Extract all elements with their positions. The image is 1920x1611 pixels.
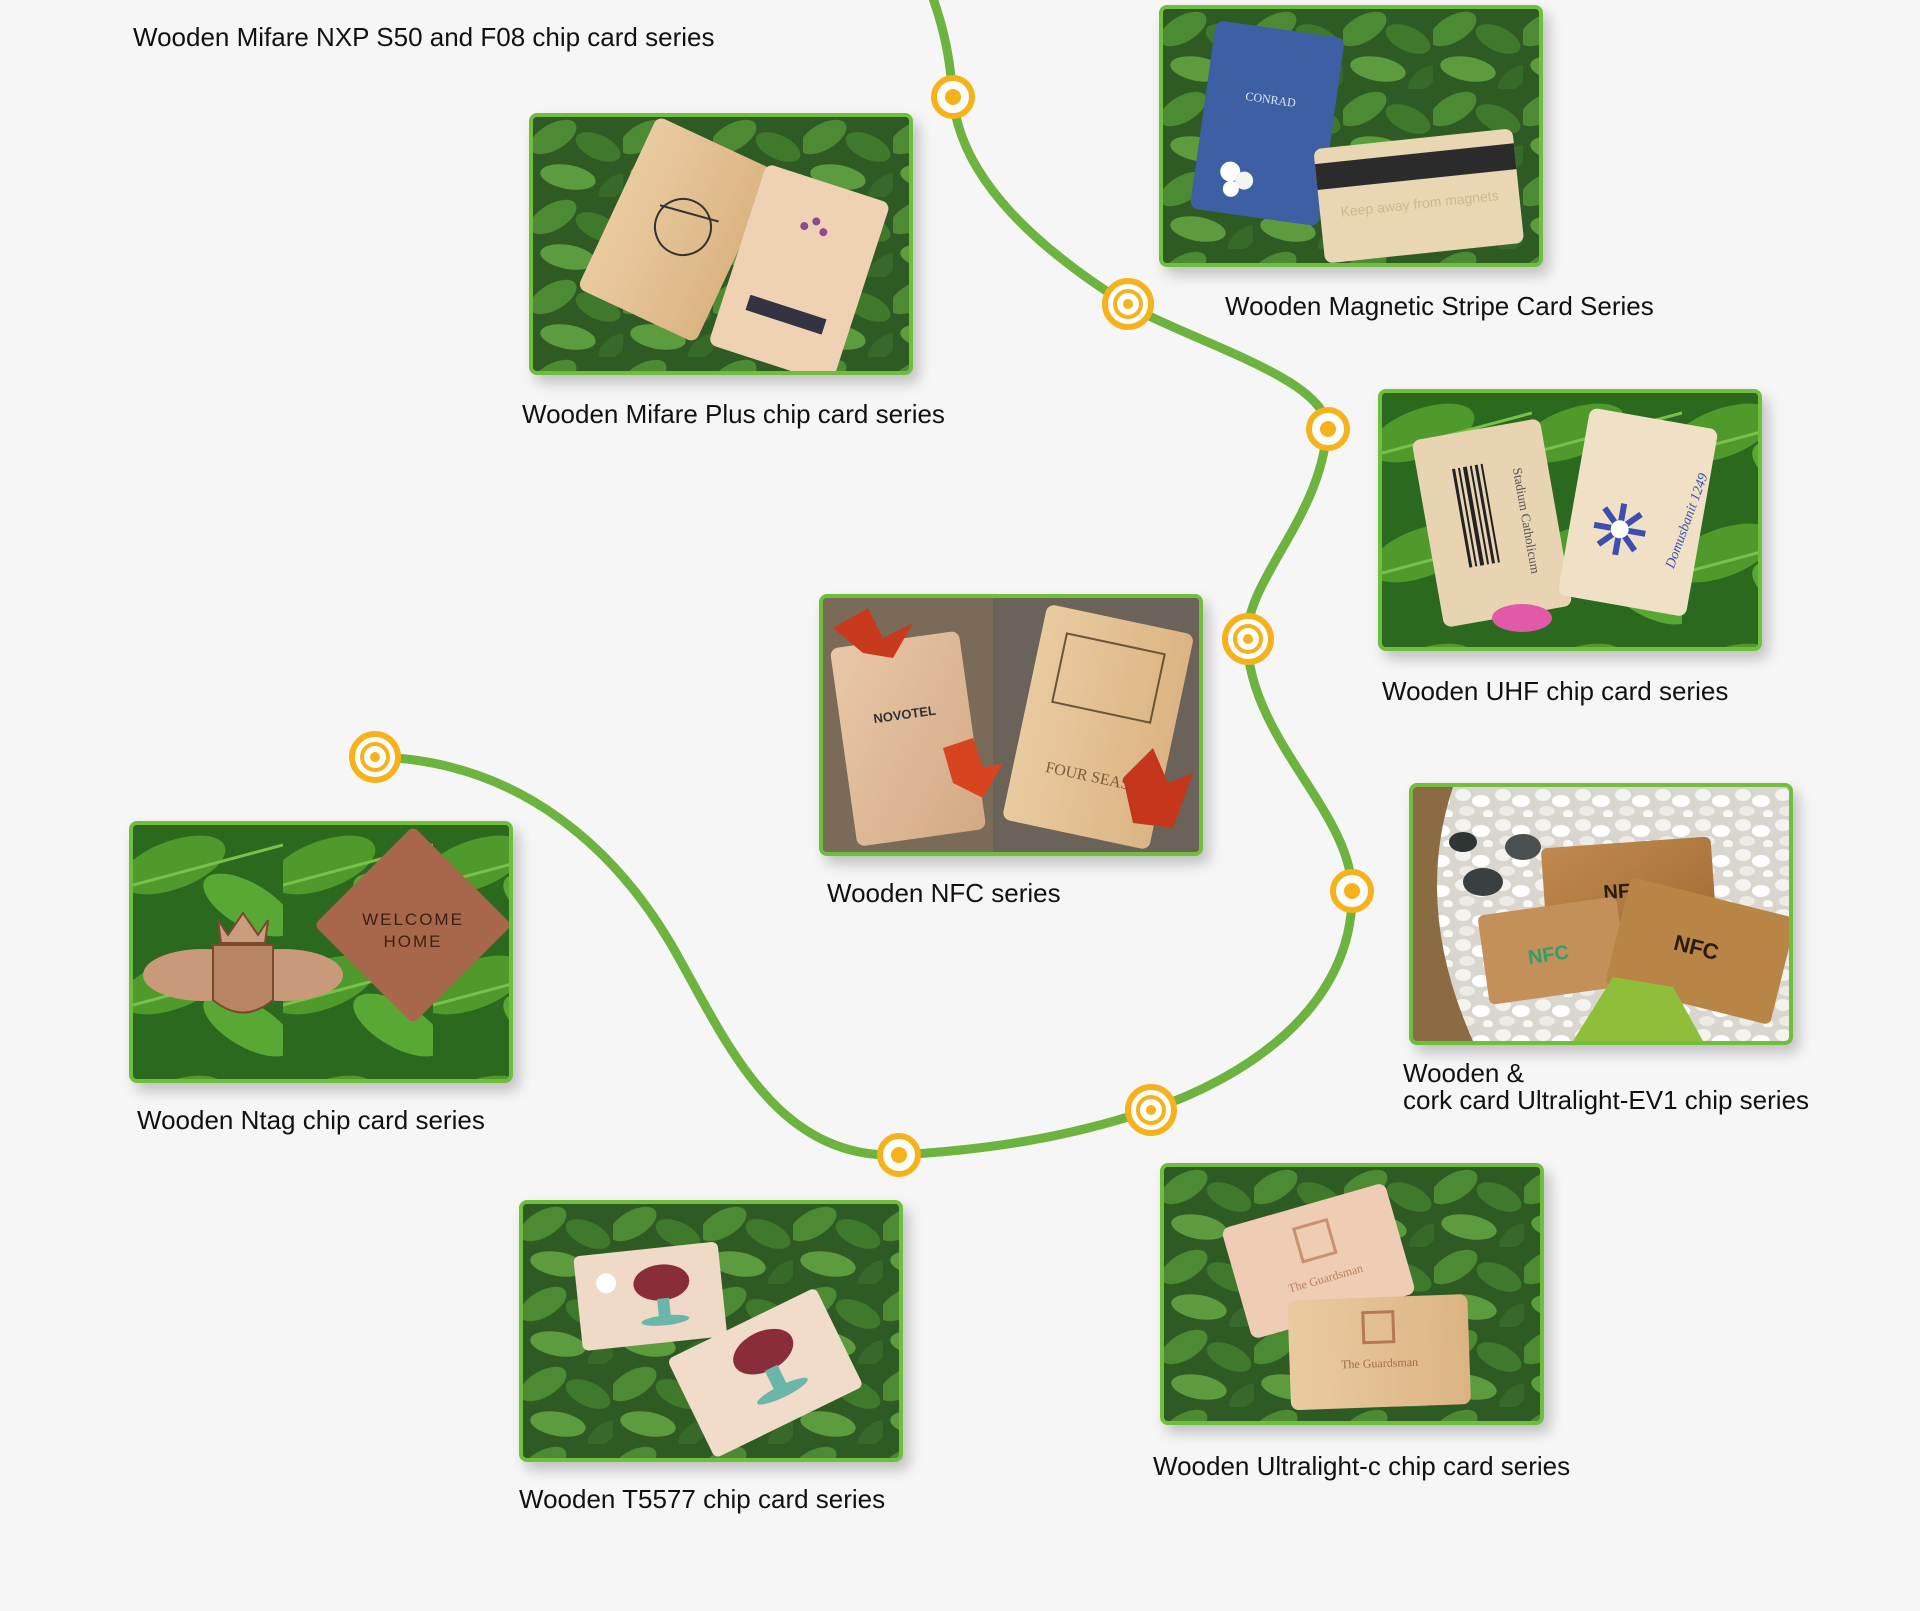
caption-line: cork card Ultralight-EV1 chip series bbox=[1403, 1085, 1810, 1115]
product-caption-t5577: Wooden T5577 chip card series bbox=[519, 1484, 886, 1514]
product-photo-cork-ultralight-ev1[interactable]: NFC NFC NFC bbox=[1409, 783, 1793, 1045]
route-node bbox=[1125, 1084, 1177, 1136]
product-photo-t5577[interactable] bbox=[519, 1200, 903, 1462]
product-caption-ntag: Wooden Ntag chip card series bbox=[137, 1105, 485, 1135]
product-caption-mifare-plus: Wooden Mifare Plus chip card series bbox=[522, 399, 945, 429]
product-photo-mifare-plus[interactable] bbox=[529, 113, 913, 375]
product-caption-cork-ultralight-ev1: Wooden & cork card Ultralight-EV1 chip s… bbox=[1403, 1060, 1809, 1114]
route-node bbox=[1102, 278, 1154, 330]
route-line bbox=[370, 0, 1357, 1160]
route-node bbox=[1306, 407, 1350, 451]
caption-line: Wooden & bbox=[1403, 1058, 1524, 1088]
card-text: HOME bbox=[384, 932, 443, 951]
product-photo-magnetic-stripe[interactable]: CONRAD Keep away from magnets bbox=[1159, 5, 1543, 267]
product-caption-nfc: Wooden NFC series bbox=[827, 878, 1061, 908]
crown-wings-badge bbox=[143, 911, 343, 1014]
product-photo-uhf[interactable]: Stadium Catholicum Domusbanit 1249 bbox=[1378, 389, 1762, 651]
product-caption-magnetic-stripe: Wooden Magnetic Stripe Card Series bbox=[1225, 291, 1654, 321]
product-caption-uhf: Wooden UHF chip card series bbox=[1382, 676, 1729, 706]
route-node bbox=[1330, 869, 1374, 913]
product-photo-nfc[interactable]: NOVOTEL FOUR SEAS bbox=[819, 594, 1203, 856]
product-caption-ultralight-c: Wooden Ultralight-c chip card series bbox=[1153, 1451, 1571, 1481]
card-text: WELCOME bbox=[362, 910, 464, 929]
route-node bbox=[877, 1133, 921, 1177]
route-node bbox=[1222, 613, 1274, 665]
route-node bbox=[349, 731, 401, 783]
product-photo-ultralight-c[interactable]: The Guardsman The Guardsman bbox=[1160, 1163, 1544, 1425]
product-photo-ntag[interactable]: WELCOME HOME bbox=[129, 821, 513, 1083]
product-caption-mifare-nxp: Wooden Mifare NXP S50 and F08 chip card … bbox=[133, 22, 715, 52]
route-node bbox=[931, 75, 975, 119]
card-text: The Guardsman bbox=[1341, 1355, 1418, 1372]
